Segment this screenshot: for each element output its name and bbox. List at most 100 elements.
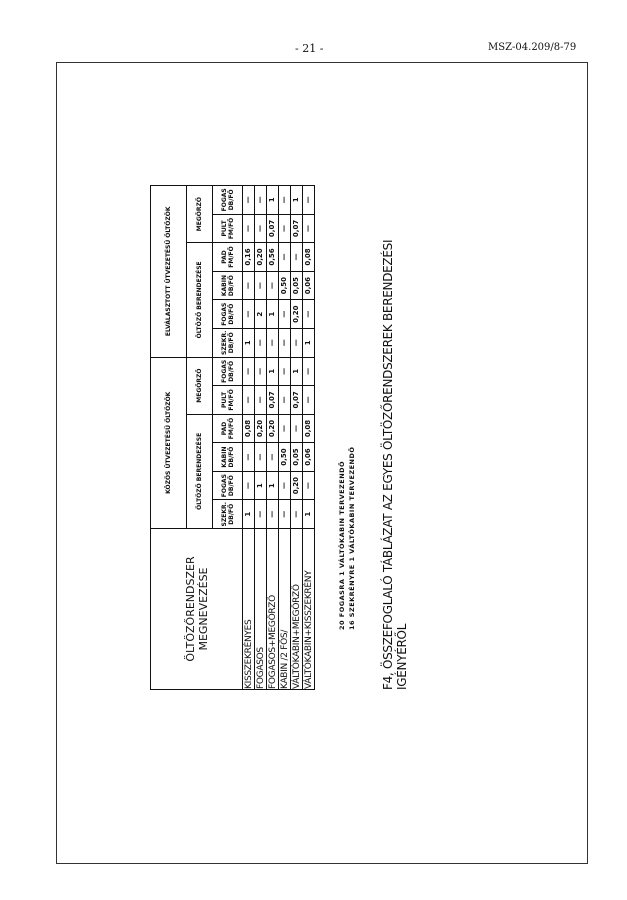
table-cell: — [266, 271, 279, 300]
table-cell: — [242, 442, 255, 472]
column-header: PULT FM/FŐ [212, 385, 243, 415]
column-header: SZEKR. DB/FŐ [212, 328, 243, 358]
table-cell: — [266, 499, 279, 529]
table-cell: 0,06 [302, 442, 315, 472]
column-header: KABIN DB/FŐ [212, 271, 243, 300]
table-cell: 0,08 [302, 414, 315, 443]
table-cell: — [290, 328, 303, 358]
column-header: KABIN DB/FŐ [212, 442, 243, 472]
table-cell: 1 [302, 328, 315, 358]
column-header: FOGAS DB/FŐ [212, 357, 243, 386]
table-cell: — [242, 271, 255, 300]
column-header: FOGAS DB/FŐ [212, 299, 243, 329]
table-cell: — [290, 414, 303, 443]
table-cell: — [290, 242, 303, 272]
table-cell: 0,05 [290, 271, 303, 300]
table-cell: 0,05 [290, 442, 303, 472]
table-cell: 0,20 [290, 299, 303, 329]
column-header: FOGAS DB/FŐ [212, 185, 243, 215]
subgroup-header: ÖLTÖZŐ BERENDEZÉSE [186, 242, 213, 358]
table-cell: — [278, 385, 291, 415]
rotated-table-block: ÖLTÖZŐRENDSZER MEGNEVEZÉSE KÖZÖS ÜTVEZET… [150, 185, 425, 690]
table-cell: 0,07 [290, 214, 303, 243]
table-cell: — [302, 385, 315, 415]
table-cell: 0,56 [266, 242, 279, 272]
table-cell: 0,07 [266, 385, 279, 415]
name-header: ÖLTÖZŐRENDSZER MEGNEVEZÉSE [150, 528, 243, 690]
table-cell: — [242, 357, 255, 386]
table-cell: 1 [266, 299, 279, 329]
table-cell: — [278, 214, 291, 243]
subgroup-header: MEGŐRZŐ [186, 185, 213, 243]
table-cell: — [302, 471, 315, 500]
table-cell: 0,50 [278, 271, 291, 300]
footnote: 20 FOGASRA 1 VÁLTÓKABIN TERVEZENDŐ [338, 460, 346, 630]
table-cell: 1 [242, 328, 255, 358]
table-cell: — [278, 328, 291, 358]
table-cell: 0,08 [302, 242, 315, 272]
column-header: FOGAS DB/FŐ [212, 471, 243, 500]
column-header: SZEKR. DB/FŐ [212, 499, 243, 529]
table-cell: 1 [302, 499, 315, 529]
table-cell: — [290, 499, 303, 529]
group-header: KÖZÖS ÜTVEZETÉSŰ ÖLTÖZÖK [150, 357, 187, 529]
table-cell: — [278, 242, 291, 272]
column-header: PAD FM/FŐ [212, 414, 243, 443]
table-cell: 1 [266, 471, 279, 500]
table-cell: 0,20 [266, 414, 279, 443]
table-cell: — [278, 471, 291, 500]
table-cell: — [302, 185, 315, 215]
table-cell: 0,50 [278, 442, 291, 472]
table-cell: 2 [254, 299, 267, 329]
table-cell: — [302, 357, 315, 386]
table-cell: — [278, 414, 291, 443]
table-cell: — [278, 185, 291, 215]
table-cell: 0,16 [242, 242, 255, 272]
table-cell: — [278, 357, 291, 386]
table-cell: — [278, 299, 291, 329]
table-cell: — [254, 442, 267, 472]
document-id: MSZ-04.209/8-79 [488, 42, 577, 53]
table-cell: 0,08 [242, 414, 255, 443]
row-name: FOGASOS [254, 528, 267, 690]
table-cell: — [266, 442, 279, 472]
table-cell: — [302, 214, 315, 243]
table-cell: — [254, 185, 267, 215]
page-frame [56, 62, 588, 864]
subgroup-header: MEGŐRZŐ [186, 357, 213, 415]
row-name: VÁLTÓKABIN+KISSZEKRÉNY [302, 528, 315, 690]
table-cell: 1 [242, 499, 255, 529]
table-cell: — [254, 328, 267, 358]
table-cell: — [302, 299, 315, 329]
table-cell: — [254, 357, 267, 386]
page-number: - 21 - [295, 42, 324, 55]
summary-table: ÖLTÖZŐRENDSZER MEGNEVEZÉSE KÖZÖS ÜTVEZET… [150, 185, 315, 690]
table-cell: 1 [266, 357, 279, 386]
table-cell: — [242, 299, 255, 329]
row-name: KABIN /2 FŐS/ [278, 528, 291, 690]
table-cell: — [266, 328, 279, 358]
column-header: PAD FM/FŐ [212, 242, 243, 272]
table-caption: F4, ÖSSZEFOGLALÓ TÁBLÁZAT AZ EGYES ÖLTÖZ… [381, 239, 409, 690]
table-cell: 1 [290, 357, 303, 386]
table-cell: — [242, 471, 255, 500]
table-cell: — [254, 499, 267, 529]
table-cell: — [242, 214, 255, 243]
table-cell: — [278, 499, 291, 529]
row-name: FOGASOS+MEGŐRZŐ [266, 528, 279, 690]
table-cell: 0,07 [266, 214, 279, 243]
table-cell: 0,20 [254, 414, 267, 443]
row-name: KISSZEKRÉNYES [242, 528, 255, 690]
row-name: VÁLTÓKABIN+MEGŐRZŐ [290, 528, 303, 690]
table-cell: — [254, 271, 267, 300]
table-row: KABIN /2 FŐS/——0,50—————0,50——— [278, 185, 291, 690]
table-cell: — [254, 385, 267, 415]
table-cell: 0,20 [254, 242, 267, 272]
table-cell: 1 [254, 471, 267, 500]
group-header: ELVÁLASZTOTT ÜTVEZETÉSŰ ÖLTÖZÖK [150, 185, 187, 358]
table-cell: — [242, 185, 255, 215]
